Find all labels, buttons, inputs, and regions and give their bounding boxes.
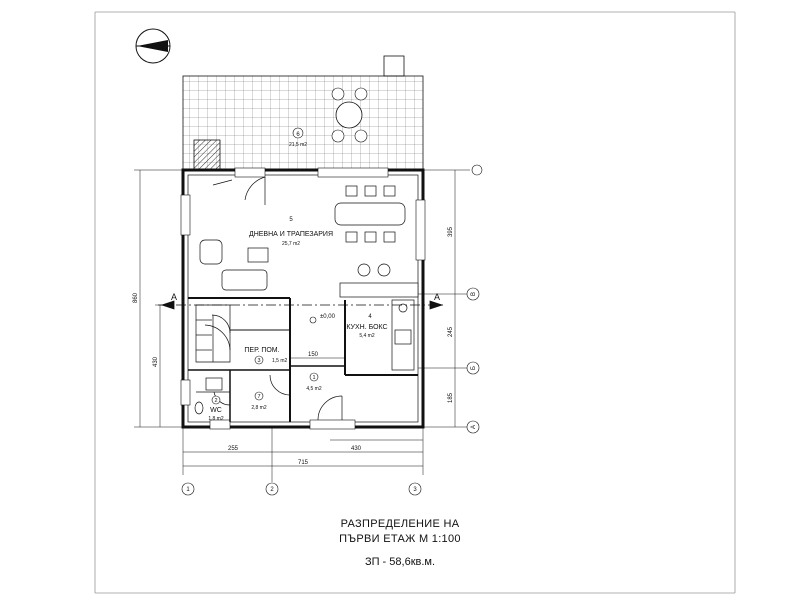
dim-left-430: 430 [153, 356, 159, 367]
right-dimension-lines [418, 169, 470, 428]
wc-number: 2 [214, 398, 217, 404]
door-swings [213, 176, 343, 421]
dim-bottom-715: 715 [298, 460, 309, 466]
living-furniture [199, 179, 419, 298]
wc-number-marker [211, 395, 221, 405]
right-axis-bubbles [466, 164, 483, 434]
kitchen-name: КУХН. БОКС [346, 324, 387, 331]
terrace-number: 6 [296, 132, 300, 138]
built-area-label: ЗП - 58,6кв.м. [364, 556, 436, 568]
bottom-axis-bubbles [181, 482, 422, 496]
section-label-left: A [171, 292, 177, 302]
dim-interior-150: 150 [308, 352, 319, 358]
staircase [195, 304, 231, 363]
dim-right-185: 185 [448, 392, 454, 403]
wall-openings [180, 167, 426, 430]
north-arrow-icon [135, 28, 171, 64]
level-zero: ±0,00 [320, 314, 336, 320]
axis-bottom-2: 2 [270, 487, 274, 493]
hall-area: 4,5 m2 [306, 386, 322, 392]
hall-number: 1 [312, 375, 315, 381]
storage-number: 3 [257, 358, 260, 364]
section-line [158, 300, 445, 310]
storage-area: 1,5 m2 [272, 358, 288, 364]
living-name: ДНЕВНА И ТРАПЕЗАРИЯ [249, 231, 333, 238]
kitchen-number: 4 [368, 314, 372, 320]
living-area: 25,7 m2 [282, 241, 300, 247]
closet-number: 7 [257, 394, 260, 400]
dim-right-245: 245 [448, 326, 454, 337]
interior-walls [188, 297, 418, 422]
drawing-title-line1: РАЗПРЕДЕЛЕНИЕ НА [340, 518, 460, 530]
dim-right-395: 395 [448, 226, 454, 237]
drawing-title-line2: ПЪРВИ ЕТАЖ М 1:100 [339, 533, 461, 545]
wc-area: 1,8 m2 [208, 416, 224, 422]
terrace-area: 21,5 m2 [289, 142, 307, 148]
sheet-frame [94, 11, 736, 594]
dim-bottom-255: 255 [228, 446, 239, 452]
bottom-dimension-lines [182, 427, 424, 482]
living-number: 5 [289, 217, 293, 223]
axis-bottom-3: 3 [413, 487, 417, 493]
storage-number-marker [254, 355, 264, 365]
level-mark-icon [309, 316, 317, 324]
wc-fixtures [194, 377, 223, 415]
axis-right-A: A [471, 425, 477, 429]
section-label-right: A [434, 292, 440, 302]
axis-right-B: B [471, 292, 477, 296]
kitchen-units [391, 299, 415, 371]
wc-name: WC [210, 407, 222, 414]
hall-number-marker [309, 372, 319, 382]
terrace [182, 55, 424, 171]
dim-bottom-430: 430 [351, 446, 362, 452]
closet-number-marker [254, 391, 264, 401]
left-dimension-lines [134, 169, 188, 428]
storage-name: ПЕР. ПОМ. [244, 347, 279, 354]
axis-right-Б: Б [471, 366, 477, 370]
dim-left-860: 860 [133, 292, 139, 303]
axis-bottom-1: 1 [186, 487, 190, 493]
closet-area: 2,8 m2 [251, 405, 267, 411]
kitchen-area: 5,4 m2 [359, 333, 375, 339]
